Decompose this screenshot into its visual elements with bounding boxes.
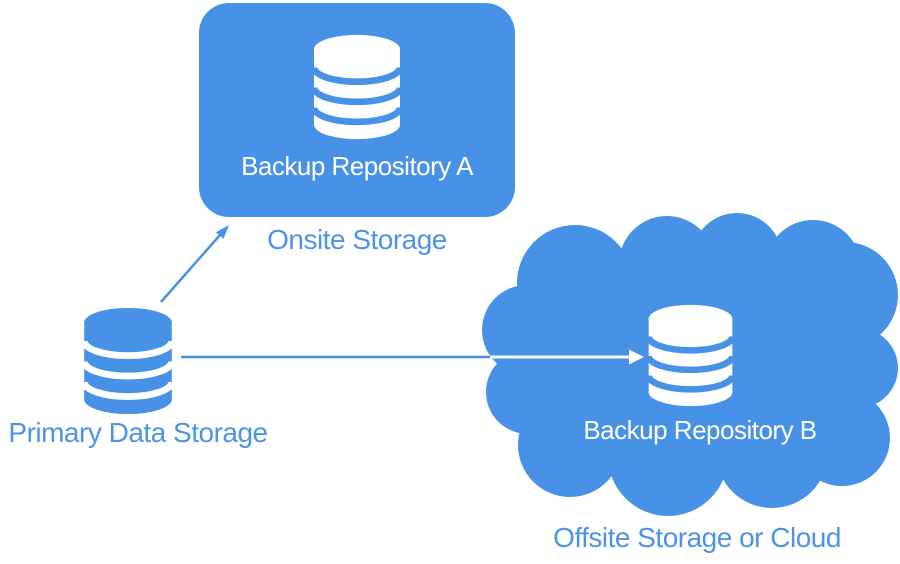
caption-offsite-storage: Offsite Storage or Cloud	[553, 522, 841, 553]
node-backup-repository-a: Backup Repository A	[199, 3, 515, 217]
caption-onsite-storage: Onsite Storage	[267, 224, 447, 255]
database-icon	[645, 304, 736, 407]
node-title-repository-b: Backup Repository B	[583, 415, 817, 445]
node-title-repository-a: Backup Repository A	[241, 151, 473, 181]
label-primary-data-storage: Primary Data Storage	[8, 417, 268, 448]
database-icon	[80, 307, 176, 415]
database-icon	[310, 34, 404, 140]
